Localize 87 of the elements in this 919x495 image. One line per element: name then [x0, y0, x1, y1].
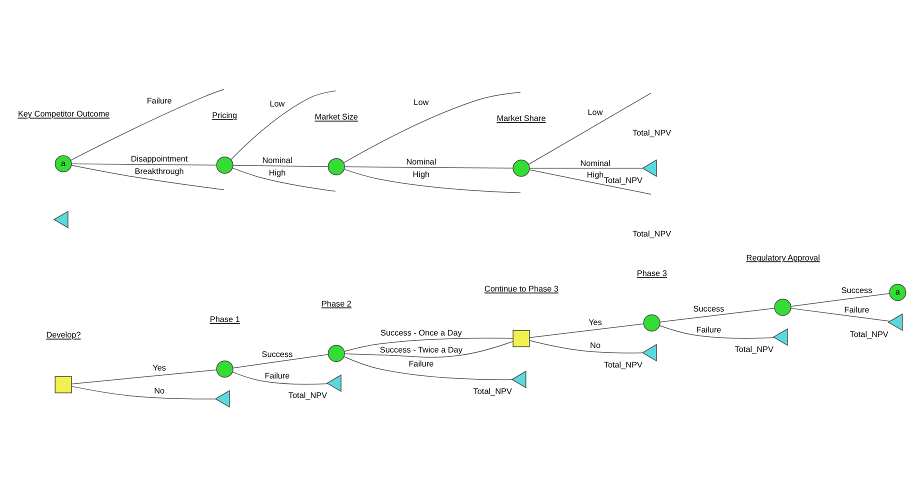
node-circle: [216, 156, 234, 174]
edge-label: High: [268, 168, 286, 177]
edge-label: High: [586, 170, 604, 180]
connector: [660, 307, 775, 322]
node-triangle: [326, 374, 342, 392]
connector: [343, 91, 521, 163]
node-triangle: [642, 158, 657, 177]
connector: [230, 90, 336, 160]
node-label: Total_NPV: [288, 390, 328, 400]
node-label: Total_NPV: [604, 360, 642, 369]
connector: [344, 168, 521, 193]
node-triangle: [772, 328, 788, 346]
connector: [790, 292, 890, 306]
label: Total_NPV: [632, 229, 672, 238]
label: Continue to Phase 3: [484, 284, 558, 294]
node-circle: a: [889, 283, 906, 300]
connector: [71, 385, 216, 399]
node-box: [512, 330, 530, 347]
node-circle: [216, 360, 234, 378]
connector: [529, 323, 644, 338]
node-label: Total_NPV: [734, 344, 774, 354]
edge-label: No: [154, 386, 165, 395]
label: Phase 3: [636, 268, 667, 278]
connector: [344, 337, 514, 352]
edge-label: Success - Twice a Day: [380, 345, 462, 354]
edge-label: Failure: [844, 304, 870, 314]
label: Market Size: [314, 112, 358, 122]
connector: [232, 371, 328, 384]
edge-label: Nominal: [580, 158, 610, 168]
connector: [232, 164, 328, 166]
connector: [71, 162, 217, 166]
edge-label: Yes: [588, 318, 602, 327]
node-triangle: [642, 343, 657, 362]
edge-label: Nominal: [262, 155, 292, 164]
connector: [659, 324, 774, 338]
node-circle: [643, 314, 660, 332]
edge-label: Nominal: [406, 156, 436, 166]
label: Total_NPV: [632, 128, 672, 137]
label: Regulatory Approval: [746, 252, 820, 262]
connector: [232, 167, 336, 192]
node-circle: [774, 298, 792, 316]
connector: [529, 168, 652, 194]
node-triangle: [511, 370, 526, 388]
connector: [344, 166, 514, 168]
node-label: Total_NPV: [604, 175, 642, 184]
edge-label: Failure: [408, 359, 434, 368]
label: Develop?: [46, 330, 81, 340]
label: Phase 1: [210, 314, 240, 324]
node-triangle: [53, 210, 68, 228]
edge-label: Success: [841, 286, 872, 295]
edge-label: Low: [270, 98, 285, 108]
edge-label: High: [412, 169, 430, 178]
node-circle: [328, 344, 345, 362]
node-label: Total_NPV: [850, 329, 888, 338]
edge-label: Failure: [146, 96, 172, 105]
node-label: Total_NPV: [473, 386, 512, 396]
connector: [70, 88, 224, 160]
edge-label: Failure: [696, 324, 722, 334]
edge-label: Low: [414, 97, 429, 106]
edge-label: Disappointment: [130, 154, 188, 163]
connector: [344, 340, 514, 358]
node-circle: a: [54, 154, 72, 172]
connector: [529, 340, 644, 353]
edge-label: Breakthrough: [134, 166, 184, 176]
edge-label: Success: [693, 304, 724, 314]
node-box: [54, 376, 72, 393]
label: Market Share: [496, 114, 546, 123]
label: Phase 2: [321, 298, 352, 308]
edge-label: Low: [588, 108, 603, 117]
node-triangle: [214, 390, 230, 408]
connector: [529, 167, 643, 168]
node-triangle: [888, 312, 903, 331]
connector: [344, 356, 513, 380]
connector: [528, 92, 652, 164]
label: Key Competitor Outcome: [18, 109, 110, 118]
edge-label: Yes: [152, 362, 166, 372]
edge-label: No: [590, 340, 600, 350]
edge-label: Failure: [264, 371, 290, 380]
connector: [232, 354, 328, 368]
edge-label: Success: [262, 350, 293, 359]
connector: [71, 368, 217, 384]
node-circle: [512, 159, 530, 176]
node-circle: [328, 158, 345, 175]
connector: [790, 307, 890, 322]
label: Pricing: [212, 110, 238, 120]
connector: [71, 164, 224, 190]
edge-label: Success - Once a Day: [380, 328, 462, 337]
